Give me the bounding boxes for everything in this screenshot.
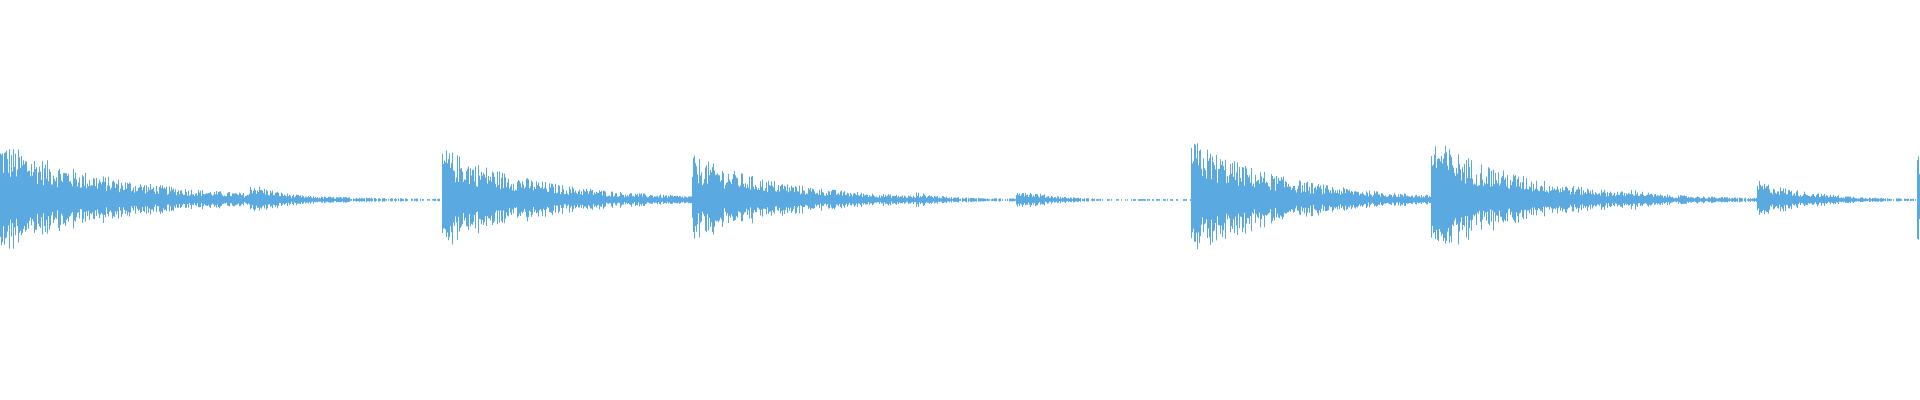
waveform-trace <box>0 143 1920 250</box>
waveform-path <box>0 143 1920 250</box>
